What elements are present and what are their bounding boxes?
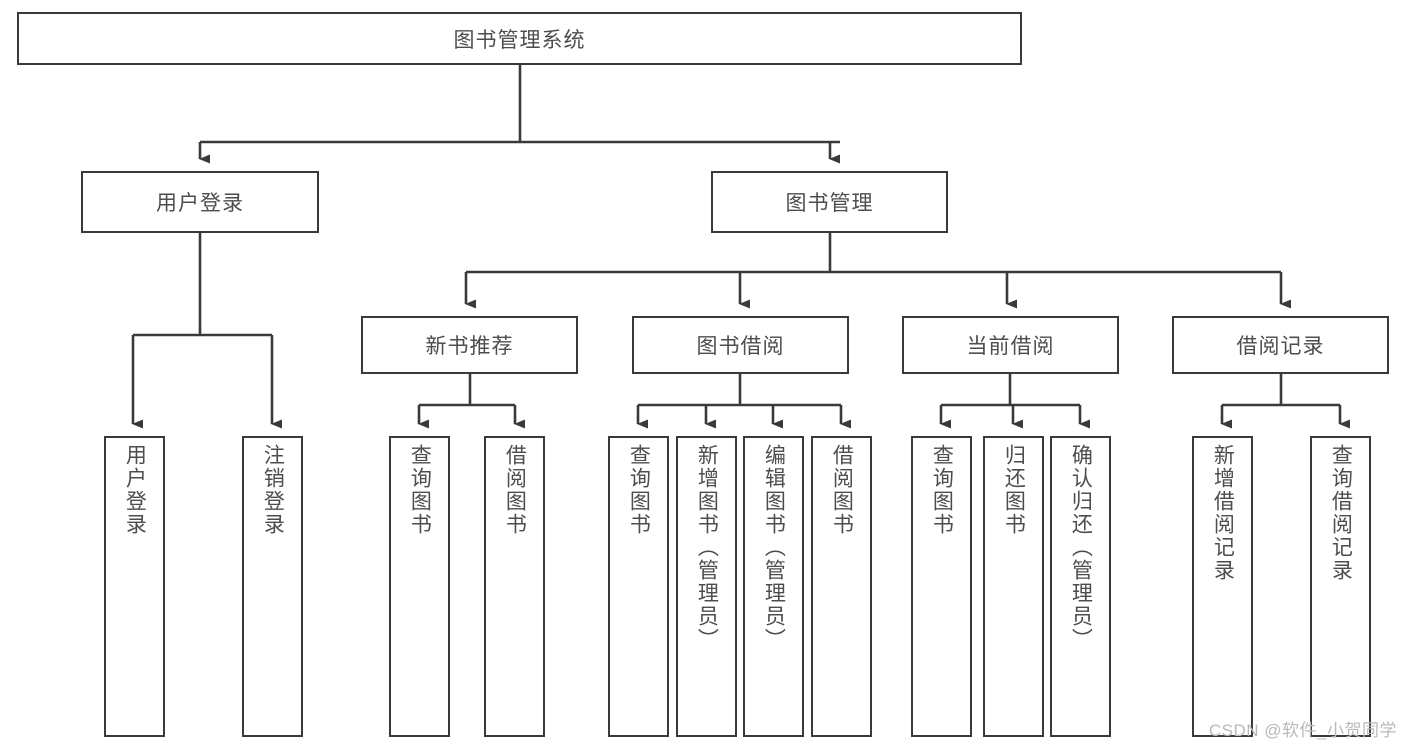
node-leaf-add-record-label: 新增借阅记录 — [1211, 444, 1235, 582]
node-leaf-borrow-book-2-label: 借阅图书 — [830, 444, 854, 536]
node-book-manage-label: 图书管理 — [785, 192, 874, 215]
node-new-book-rec[interactable]: 新书推荐 — [361, 316, 578, 374]
node-leaf-query-book-1[interactable]: 查询图书 — [389, 436, 450, 737]
node-leaf-borrow-book-1-label: 借阅图书 — [503, 444, 527, 536]
node-borrow-record-label: 借阅记录 — [1236, 335, 1325, 358]
node-leaf-user-login-label: 用户登录 — [123, 444, 147, 536]
node-leaf-query-book-2[interactable]: 查询图书 — [608, 436, 669, 737]
node-user-login-label: 用户登录 — [156, 192, 244, 215]
node-leaf-add-book[interactable]: 新增图书（管理员） — [676, 436, 737, 737]
node-leaf-confirm-return[interactable]: 确认归还（管理员） — [1050, 436, 1111, 737]
node-leaf-user-logout[interactable]: 注销登录 — [242, 436, 303, 737]
node-leaf-query-record[interactable]: 查询借阅记录 — [1310, 436, 1371, 737]
node-leaf-add-book-label: 新增图书（管理员） — [695, 444, 719, 651]
node-leaf-query-book-3-label: 查询图书 — [930, 444, 954, 536]
node-leaf-edit-book-label: 编辑图书（管理员） — [762, 444, 786, 651]
node-root-label: 图书管理系统 — [453, 28, 586, 52]
node-current-borrow-label: 当前借阅 — [966, 335, 1055, 358]
node-leaf-borrow-book-2[interactable]: 借阅图书 — [811, 436, 872, 737]
node-book-borrow[interactable]: 图书借阅 — [632, 316, 849, 374]
node-leaf-borrow-book-1[interactable]: 借阅图书 — [484, 436, 545, 737]
node-user-login[interactable]: 用户登录 — [81, 171, 319, 233]
node-root[interactable]: 图书管理系统 — [17, 12, 1022, 65]
node-leaf-user-login[interactable]: 用户登录 — [104, 436, 165, 737]
node-leaf-return-book-label: 归还图书 — [1002, 444, 1026, 536]
node-leaf-user-logout-label: 注销登录 — [261, 444, 285, 536]
node-leaf-query-record-label: 查询借阅记录 — [1329, 444, 1353, 582]
node-leaf-confirm-return-label: 确认归还（管理员） — [1069, 444, 1093, 651]
node-current-borrow[interactable]: 当前借阅 — [902, 316, 1119, 374]
node-new-book-rec-label: 新书推荐 — [425, 335, 514, 358]
node-leaf-return-book[interactable]: 归还图书 — [983, 436, 1044, 737]
node-leaf-query-book-1-label: 查询图书 — [408, 444, 432, 536]
node-borrow-record[interactable]: 借阅记录 — [1172, 316, 1389, 374]
node-leaf-add-record[interactable]: 新增借阅记录 — [1192, 436, 1253, 737]
node-leaf-query-book-3[interactable]: 查询图书 — [911, 436, 972, 737]
node-book-borrow-label: 图书借阅 — [696, 335, 785, 358]
node-book-manage[interactable]: 图书管理 — [711, 171, 948, 233]
csdn-watermark: CSDN @软件_小贺同学 — [1208, 721, 1397, 740]
node-leaf-edit-book[interactable]: 编辑图书（管理员） — [743, 436, 804, 737]
node-leaf-query-book-2-label: 查询图书 — [627, 444, 651, 536]
